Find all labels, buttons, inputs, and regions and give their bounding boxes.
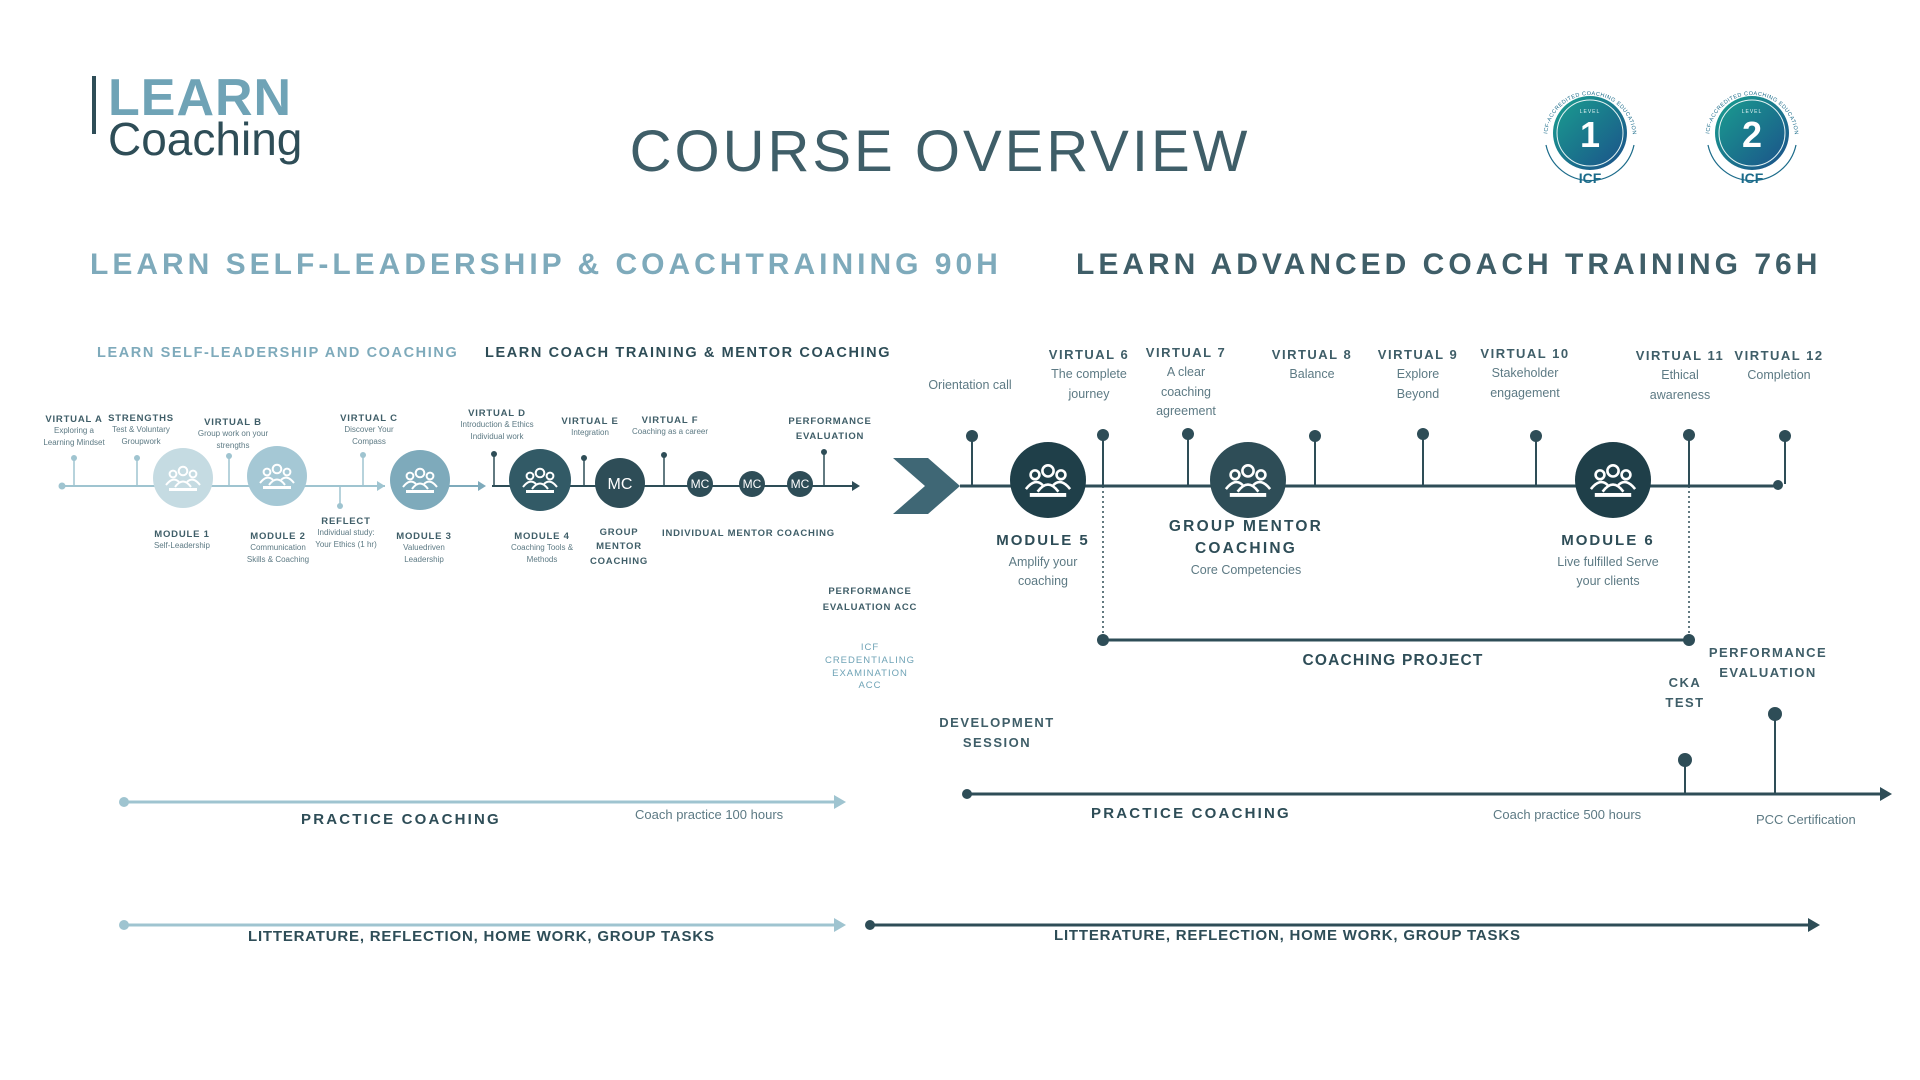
module-2-label: MODULE 2 Communication Skills & Coaching <box>246 531 310 565</box>
virtual-10: VIRTUAL 10 Stakeholder engagement <box>1480 346 1570 400</box>
virtual-a: VIRTUAL A Exploring a Learning Mindset <box>43 414 105 448</box>
group-mentor-coaching-icon: MC <box>595 458 645 508</box>
development-session-label: DEVELOPMENT SESSION <box>939 715 1055 751</box>
coaching-project-label: COACHING PROJECT <box>1302 652 1484 669</box>
coach-practice-100-note: Coach practice 100 hours <box>635 807 784 822</box>
reflect-label: REFLECT Individual study: Your Ethics (1… <box>315 516 377 550</box>
coach-practice-500-note: Coach practice 500 hours <box>1493 807 1642 822</box>
icf-credentialing-exam: ICF CREDENTIALING EXAMINATION ACC <box>824 642 916 692</box>
subtitle-self-leadership: LEARN SELF-LEADERSHIP AND COACHING <box>97 345 459 361</box>
svg-text:MC: MC <box>743 477 762 491</box>
module-1-icon <box>153 448 213 508</box>
virtual-6: VIRTUAL 6 The complete journey <box>1048 347 1130 401</box>
module-3-label: MODULE 3 Valuedriven Leadership <box>396 531 452 565</box>
mc-label: MC <box>608 476 633 493</box>
literature-right-label: LITTERATURE, REFLECTION, HOME WORK, GROU… <box>1054 927 1521 944</box>
virtual-b: VIRTUAL B Group work on your strengths <box>197 417 269 451</box>
virtual-9: VIRTUAL 9 Explore Beyond <box>1377 347 1459 401</box>
practice-coaching-right-label: PRACTICE COACHING <box>1091 805 1291 822</box>
virtual-12: VIRTUAL 12 Completion <box>1734 348 1824 383</box>
literature-lines <box>119 918 1820 932</box>
page-title: COURSE OVERVIEW <box>629 119 1251 184</box>
virtual-7: VIRTUAL 7 A clear coaching agreement <box>1145 345 1227 418</box>
performance-evaluation-left: PERFORMANCE EVALUATION <box>788 416 872 443</box>
strengths: STRENGTHS Test & Voluntary Groupwork <box>108 413 174 447</box>
module-4-icon <box>509 449 571 511</box>
module-5-label: MODULE 5 Amplify your coaching <box>996 532 1090 589</box>
logo-word-coaching: Coaching <box>108 113 303 165</box>
virtual-e: VIRTUAL E Integration <box>561 416 619 437</box>
right-timeline <box>960 428 1791 646</box>
svg-text:1: 1 <box>1580 114 1600 155</box>
literature-left-label: LITTERATURE, REFLECTION, HOME WORK, GROU… <box>248 928 715 945</box>
practice-lines <box>119 707 1892 809</box>
performance-evaluation-acc: PERFORMANCE EVALUATION ACC <box>822 586 918 614</box>
logo-bar <box>92 76 96 134</box>
svg-text:ICF: ICF <box>1741 170 1764 186</box>
level-2-badge: ICF-ACCREDITED COACHING EDUCATION LEVEL … <box>1705 91 1798 186</box>
module-2-icon <box>247 446 307 506</box>
svg-text:2: 2 <box>1742 114 1762 155</box>
svg-text:MC: MC <box>791 477 810 491</box>
mentor-coaching-3-icon: MC <box>787 471 813 497</box>
svg-text:LEVEL: LEVEL <box>1580 109 1601 115</box>
orientation-call: Orientation call <box>928 378 1012 392</box>
group-mentor-coaching-right-icon <box>1210 442 1286 518</box>
program-left-title: LEARN SELF-LEADERSHIP & COACHTRAINING 90… <box>90 248 1002 281</box>
individual-mentor-coaching-label: INDIVIDUAL MENTOR COACHING <box>662 528 835 539</box>
module-6-label: MODULE 6 Live fulfilled Serve your clien… <box>1557 532 1659 589</box>
virtual-c: VIRTUAL C Discover Your Compass <box>340 413 398 447</box>
virtual-11: VIRTUAL 11 Ethical awareness <box>1635 348 1725 402</box>
cka-test-label: CKA TEST <box>1665 675 1705 711</box>
program-right-title: LEARN ADVANCED COACH TRAINING 76H <box>1076 248 1822 281</box>
virtual-8: VIRTUAL 8 Balance <box>1271 347 1353 382</box>
mentor-coaching-2-icon: MC <box>739 471 765 497</box>
module-4-label: MODULE 4 Coaching Tools & Methods <box>510 531 574 565</box>
virtual-d: VIRTUAL D Introduction & Ethics Individu… <box>460 408 534 442</box>
module-3-icon <box>390 450 450 510</box>
subtitle-coach-training: LEARN COACH TRAINING & MENTOR COACHING <box>485 345 892 361</box>
svg-text:MC: MC <box>691 477 710 491</box>
pcc-certification-label: PCC Certification <box>1756 812 1856 827</box>
module-6-icon <box>1575 442 1651 518</box>
svg-text:LEVEL: LEVEL <box>1742 109 1763 115</box>
performance-evaluation-right: PERFORMANCE EVALUATION <box>1708 645 1828 681</box>
module-5-icon <box>1010 442 1086 518</box>
level-1-badge: ICF-ACCREDITED COACHING EDUCATION LEVEL … <box>1543 91 1636 186</box>
group-mentor-coaching-right-label: GROUP MENTOR COACHING Core Competencies <box>1168 518 1324 577</box>
logo-word-learn: LEARN <box>108 69 293 127</box>
virtual-f: VIRTUAL F Coaching as a career <box>631 415 709 436</box>
left-timeline: MC MC MC MC <box>58 446 860 511</box>
mentor-coaching-1-icon: MC <box>687 471 713 497</box>
group-mentor-coaching-label: GROUP MENTOR COACHING <box>589 527 649 567</box>
module-1-label: MODULE 1 Self-Leadership <box>153 529 211 550</box>
practice-coaching-left-label: PRACTICE COACHING <box>301 811 501 828</box>
svg-text:ICF: ICF <box>1579 170 1602 186</box>
chevron-arrow-icon <box>893 458 960 514</box>
